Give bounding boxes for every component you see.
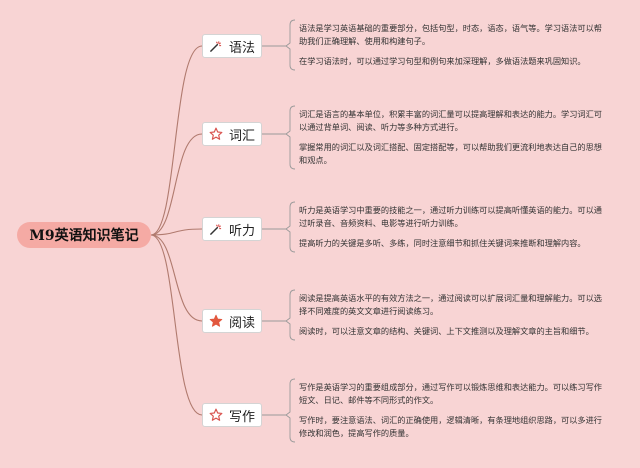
description-paragraph: 提高听力的关键是多听、多练，同时注意细节和抓住关键词来推断和理解内容。 bbox=[299, 238, 586, 248]
description-paragraph: 在学习语法时，可以通过学习句型和例句来加深理解，多做语法题来巩固知识。 bbox=[299, 56, 586, 66]
branch-connector bbox=[150, 234, 203, 416]
branch-connector bbox=[150, 45, 203, 236]
magic-wand-icon bbox=[209, 39, 223, 53]
branch-connector bbox=[150, 228, 203, 236]
description-paragraph: 阅读是提高英语水平的有效方法之一，通过阅读可以扩展词汇量和理解能力。可以选择不同… bbox=[299, 293, 602, 316]
root-node[interactable]: M9英语知识笔记 bbox=[17, 222, 151, 248]
description-paragraph: 听力是英语学习中重要的技能之一，通过听力训练可以提高听懂英语的能力。可以通过听录… bbox=[299, 205, 602, 228]
description-bracket bbox=[285, 105, 296, 170]
branch-label: 词汇 bbox=[228, 128, 255, 144]
branch-description-vocabulary: 词汇是语言的基本单位，积累丰富的词汇量可以提高理解和表达的能力。学习词汇可以通过… bbox=[299, 108, 609, 167]
branch-node-reading[interactable]: 阅读 bbox=[202, 309, 262, 333]
branch-connector bbox=[150, 133, 203, 236]
branch-description-writing: 写作是英语学习的重要组成部分，通过写作可以锻炼思维和表达能力。可以练习写作短文、… bbox=[299, 381, 609, 440]
root-title: M9英语知识笔记 bbox=[29, 228, 139, 244]
description-paragraph: 写作是英语学习的重要组成部分，通过写作可以锻炼思维和表达能力。可以练习写作短文、… bbox=[299, 382, 602, 405]
description-bracket bbox=[285, 201, 296, 253]
branch-description-reading: 阅读是提高英语水平的有效方法之一，通过阅读可以扩展词汇量和理解能力。可以选择不同… bbox=[299, 292, 609, 338]
star-filled-icon bbox=[209, 314, 223, 328]
description-paragraph: 写作时，要注意语法、词汇的正确使用，逻辑清晰，有条理地组织思路，可以多进行修改和… bbox=[299, 415, 602, 438]
branch-node-vocabulary[interactable]: 词汇 bbox=[202, 122, 262, 146]
branch-label: 听力 bbox=[228, 223, 255, 239]
branch-node-listening[interactable]: 听力 bbox=[202, 217, 262, 241]
description-bracket bbox=[285, 378, 296, 443]
star-outline-icon bbox=[209, 408, 223, 422]
branch-label: 阅读 bbox=[228, 315, 255, 331]
branch-connector bbox=[150, 234, 203, 322]
description-bracket bbox=[285, 19, 296, 71]
description-paragraph: 掌握常用的词汇以及词汇搭配、固定搭配等，可以帮助我们更流利地表达自己的思想和观点… bbox=[299, 142, 602, 165]
branch-node-writing[interactable]: 写作 bbox=[202, 403, 262, 427]
branch-label: 语法 bbox=[228, 40, 255, 56]
magic-wand-icon bbox=[209, 222, 223, 236]
branch-label: 写作 bbox=[228, 409, 255, 425]
description-paragraph: 语法是学习英语基础的重要部分，包括句型，时态，语态，语气等。学习语法可以帮助我们… bbox=[299, 23, 602, 46]
branch-description-listening: 听力是英语学习中重要的技能之一，通过听力训练可以提高听懂英语的能力。可以通过听录… bbox=[299, 204, 609, 250]
description-paragraph: 阅读时，可以注意文章的结构、关键词、上下文推测以及理解文章的主旨和细节。 bbox=[299, 326, 594, 336]
branch-description-grammar: 语法是学习英语基础的重要部分，包括句型，时态，语态，语气等。学习语法可以帮助我们… bbox=[299, 22, 609, 68]
description-paragraph: 词汇是语言的基本单位，积累丰富的词汇量可以提高理解和表达的能力。学习词汇可以通过… bbox=[299, 109, 602, 132]
star-outline-icon bbox=[209, 127, 223, 141]
branch-node-grammar[interactable]: 语法 bbox=[202, 34, 262, 58]
description-bracket bbox=[285, 289, 296, 341]
